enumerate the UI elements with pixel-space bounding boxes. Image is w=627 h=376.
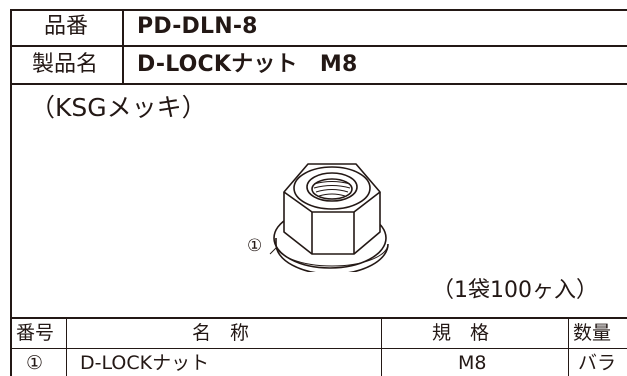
rule-header-label-divider: [122, 9, 124, 85]
sheet-frame: [10, 9, 627, 376]
coating-note: （KSGメッキ）: [30, 93, 207, 122]
part-no-value: PD-DLN-8: [137, 14, 258, 39]
flange-nut-illustration: [269, 163, 389, 272]
leader-line: [269, 247, 277, 255]
rule-col-spec: [568, 318, 569, 376]
rule-col-name: [381, 318, 382, 376]
col-header-qty: 数量: [573, 322, 612, 344]
row-name: D-LOCKナット: [80, 352, 210, 374]
rule-below-part-no: [10, 45, 627, 47]
product-name-label: 製品名: [32, 52, 99, 77]
col-header-spec: 規 格: [432, 322, 490, 344]
part-no-label: 品番: [44, 14, 89, 39]
col-header-number: 番号: [16, 322, 55, 344]
callout-marker: ①: [247, 236, 263, 256]
rule-col-number: [66, 318, 67, 376]
row-number: ①: [26, 352, 44, 374]
packaging-note: （1袋100ヶ入）: [432, 278, 598, 303]
rule-above-table: [10, 317, 627, 319]
rule-below-product-name: [10, 83, 627, 85]
row-qty: バラ: [578, 352, 617, 374]
rule-table-header: [10, 348, 627, 349]
product-name-value: D-LOCKナット M8: [137, 52, 358, 77]
row-spec: M8: [458, 352, 487, 374]
col-header-name: 名 称: [192, 322, 250, 344]
